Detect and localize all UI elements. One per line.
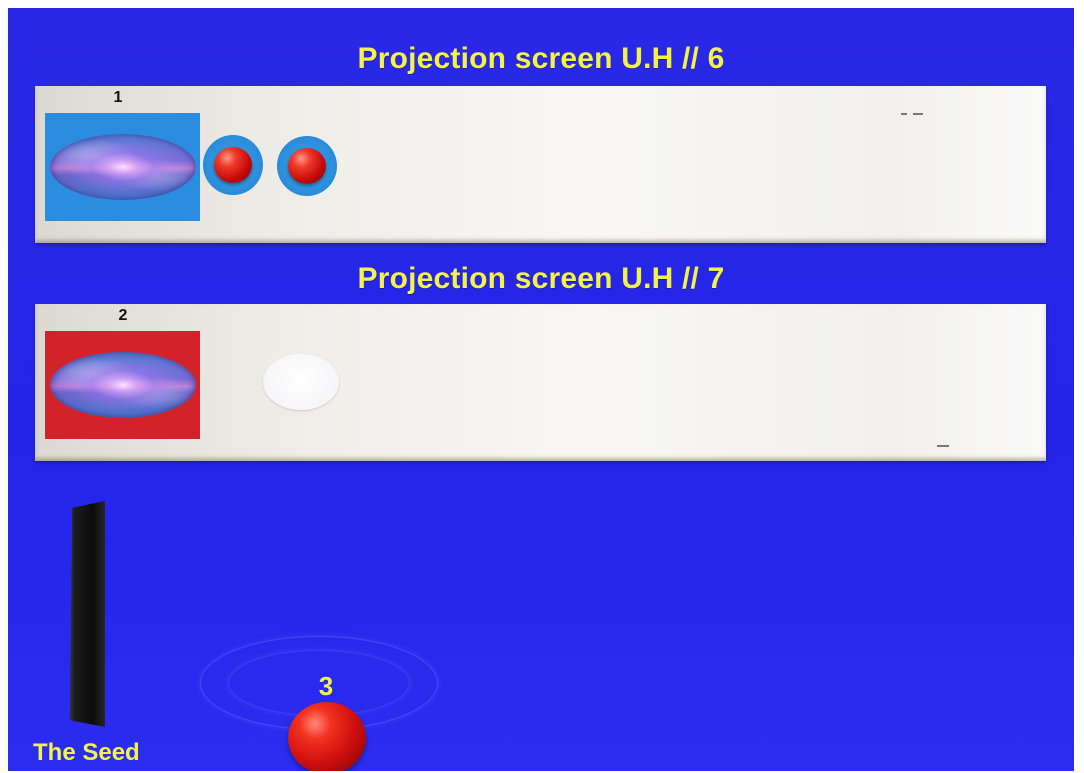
red-marble-icon[interactable] — [214, 147, 252, 183]
speck — [913, 113, 923, 115]
slot-number-1: 1 — [108, 89, 128, 107]
empty-marble-slot[interactable] — [263, 354, 339, 410]
screen-2-title: Projection screen U.H // 7 — [8, 262, 1074, 296]
player-number: 3 — [314, 671, 338, 702]
galaxy-map-icon — [50, 352, 196, 418]
projection-screen-1[interactable]: 1 — [35, 86, 1046, 243]
screen-1-title: Projection screen U.H // 6 — [8, 42, 1074, 76]
speck — [901, 113, 907, 115]
galaxy-card-red[interactable] — [45, 331, 200, 439]
red-marble-icon[interactable] — [288, 148, 326, 184]
marble-slot-1[interactable] — [203, 135, 263, 195]
player-red-ball[interactable] — [288, 702, 366, 771]
galaxy-map-icon — [50, 134, 196, 200]
marble-slot-2[interactable] — [277, 136, 337, 196]
projection-screen-2[interactable]: 2 — [35, 304, 1046, 461]
speck — [937, 445, 949, 447]
seed-monolith-icon[interactable] — [65, 501, 105, 727]
slot-number-2: 2 — [113, 307, 133, 325]
seed-label: The Seed — [33, 739, 140, 767]
game-stage: Projection screen U.H // 6 1 Projection … — [8, 8, 1074, 771]
galaxy-card-blue[interactable] — [45, 113, 200, 221]
